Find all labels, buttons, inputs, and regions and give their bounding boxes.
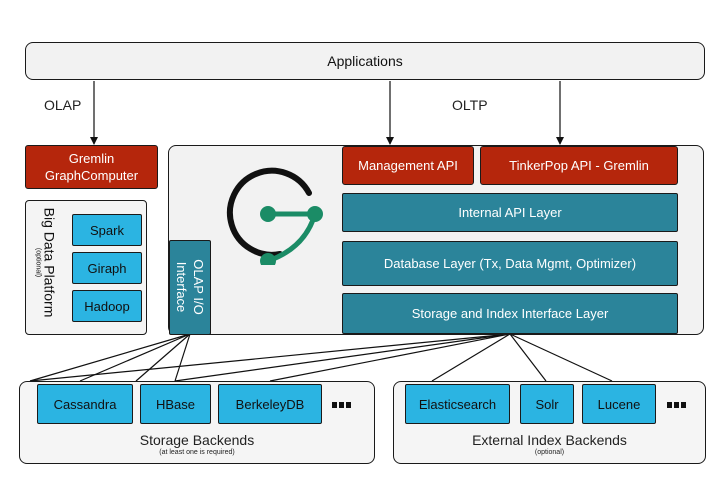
janusgraph-logo-icon (226, 167, 323, 265)
applications-label: Applications (327, 53, 403, 69)
elasticsearch-box: Elasticsearch (405, 384, 510, 424)
index-backends-note: (optional) (534, 449, 565, 456)
database-layer-label: Database Layer (Tx, Data Mgmt, Optimizer… (383, 256, 637, 271)
olap-io-interface-box (169, 240, 211, 335)
cassandra-label: Cassandra (53, 396, 117, 412)
lucene-box: Lucene (582, 384, 656, 424)
tinkerpop-api-box: TinkerPop API - Gremlin (480, 146, 678, 185)
management-api-label: Management API (358, 158, 458, 173)
olap-io-interface-label: OLAP I/O Interface (174, 259, 206, 315)
giraph-box: Giraph (72, 252, 142, 284)
internal-api-layer-box: Internal API Layer (342, 193, 678, 232)
hbase-label: HBase (155, 396, 196, 412)
elasticsearch-label: Elasticsearch (418, 396, 497, 412)
big-data-platform-title: Big Data Platform (41, 207, 58, 318)
gremlin-graphcomputer-label: Gremlin GraphComputer (44, 151, 139, 183)
more-storage-ellipsis-icon (332, 402, 351, 408)
berkeleydb-label: BerkeleyDB (235, 396, 305, 412)
database-layer-box: Database Layer (Tx, Data Mgmt, Optimizer… (342, 241, 678, 286)
solr-box: Solr (520, 384, 574, 424)
hadoop-box: Hadoop (72, 290, 142, 322)
oltp-label: OLTP (452, 97, 488, 113)
giraph-label: Giraph (87, 260, 127, 276)
more-index-ellipsis-icon (667, 402, 686, 408)
cassandra-box: Cassandra (37, 384, 133, 424)
hadoop-label: Hadoop (84, 298, 130, 314)
tinkerpop-api-label: TinkerPop API - Gremlin (509, 158, 649, 173)
storage-index-interface-layer-box: Storage and Index Interface Layer (342, 293, 678, 334)
index-backends-title: External Index Backends (472, 432, 627, 448)
solr-label: Solr (535, 396, 559, 412)
berkeleydb-box: BerkeleyDB (218, 384, 322, 424)
hbase-box: HBase (140, 384, 211, 424)
applications-box: Applications (25, 42, 705, 80)
spark-label: Spark (90, 222, 124, 238)
management-api-box: Management API (342, 146, 474, 185)
spark-box: Spark (72, 214, 142, 246)
storage-backends-note: (at least one is required) (159, 449, 235, 456)
olap-label: OLAP (44, 97, 82, 113)
storage-index-interface-layer-label: Storage and Index Interface Layer (411, 306, 609, 321)
gremlin-graphcomputer-box: Gremlin GraphComputer (25, 145, 158, 189)
lucene-label: Lucene (597, 396, 641, 412)
internal-api-layer-label: Internal API Layer (458, 205, 562, 220)
storage-backends-title: Storage Backends (139, 432, 255, 448)
